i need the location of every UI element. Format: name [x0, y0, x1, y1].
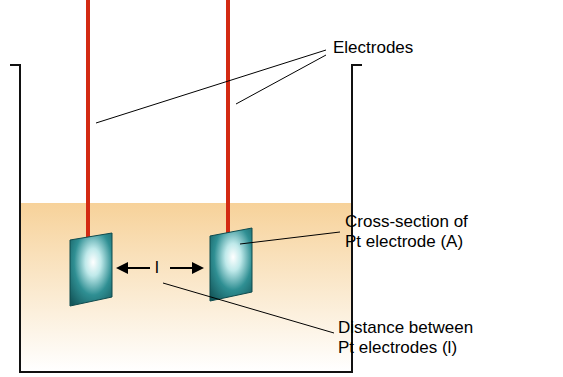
part-label: Electrodes	[333, 38, 493, 58]
solution	[20, 203, 352, 371]
distance-arrow	[116, 262, 204, 274]
leader-line	[96, 50, 340, 333]
dimension-symbol: l	[155, 258, 159, 278]
pt-electrode-plate	[70, 233, 112, 306]
dimension-label: Distance between Pt electrodes (l)	[338, 318, 488, 358]
part-label: Cross-section of Pt electrode (A)	[345, 212, 485, 252]
pt-electrode-plate	[210, 228, 252, 301]
beaker-outline	[10, 65, 362, 372]
electrode-wire	[86, 0, 90, 238]
electrode-wire	[226, 0, 230, 233]
